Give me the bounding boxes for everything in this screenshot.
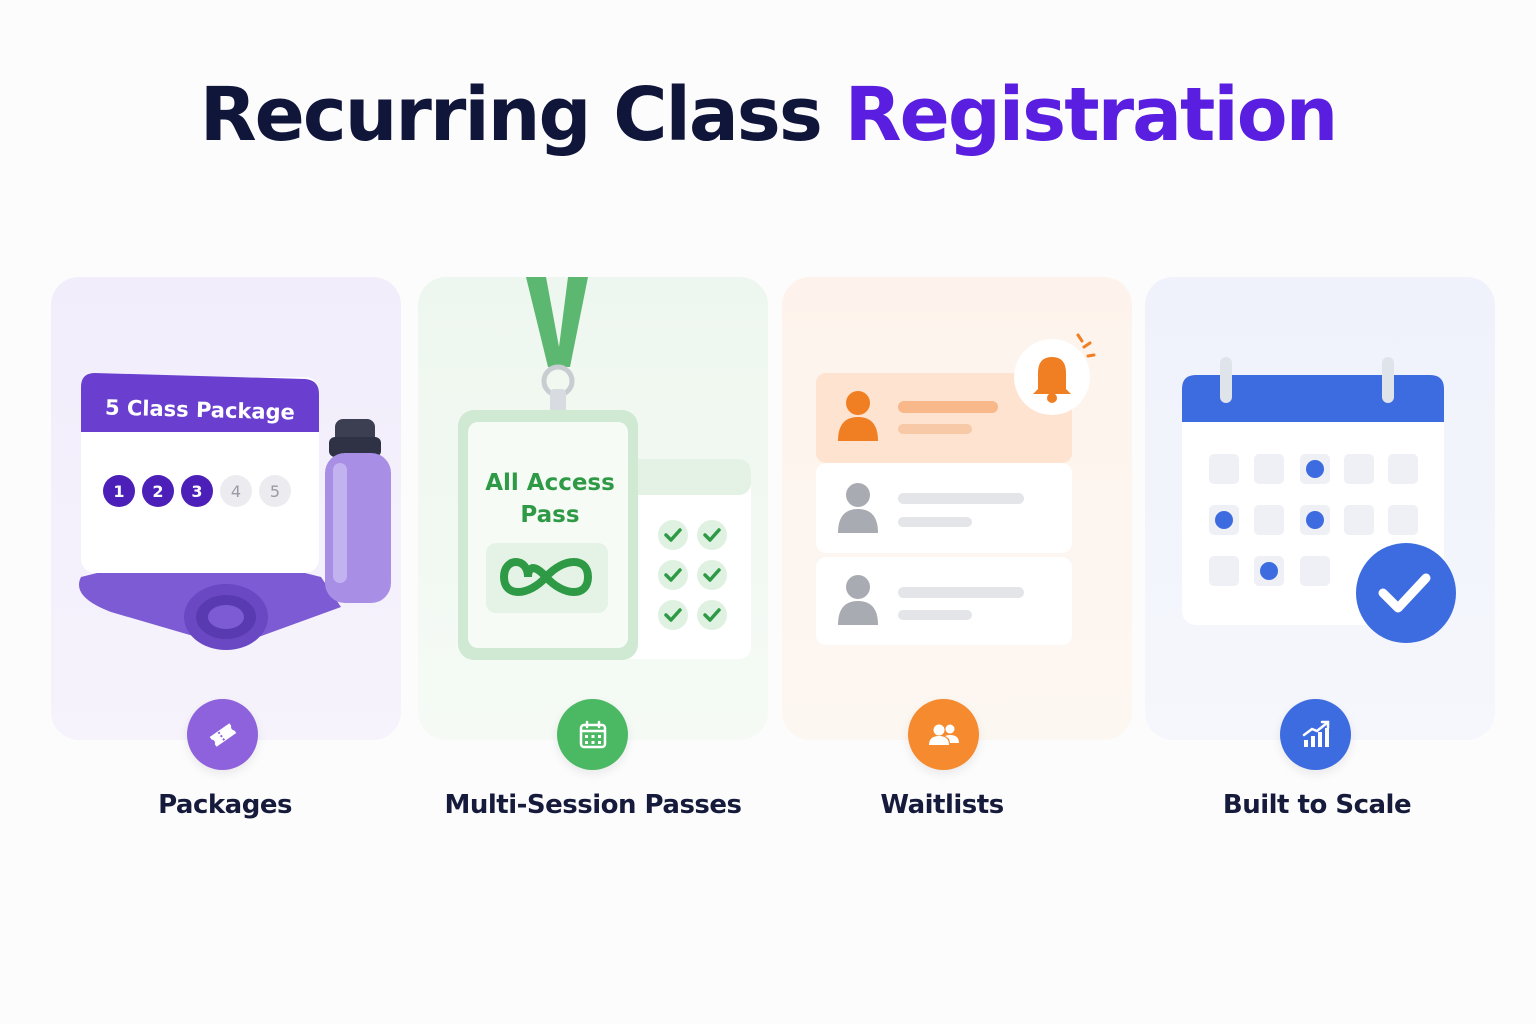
packages-card: 5 Class Package 1 2 3 4 5: [51, 277, 401, 740]
scale-card: [1145, 277, 1495, 740]
scale-illustration: [1182, 357, 1456, 643]
waitlists-card: [782, 277, 1132, 740]
pass-badge: [458, 410, 638, 660]
passes-card: All Access Pass: [418, 277, 768, 740]
session-dot: 2: [142, 475, 174, 507]
bell-icon: [1014, 333, 1096, 415]
session-dot: 4: [220, 475, 252, 507]
session-dot: 1: [103, 475, 135, 507]
growth-chart-icon: [1280, 699, 1351, 770]
waitlist-entry-highlighted: [816, 373, 1072, 463]
page-title: Recurring Class Registration: [0, 78, 1536, 152]
checklist-card: [613, 459, 751, 659]
waitlist-entry: [816, 463, 1072, 553]
pass-line-1: All Access: [485, 470, 615, 496]
ticket-icon: [187, 699, 258, 770]
packages-illustration: [79, 373, 391, 650]
pass-line-2: Pass: [520, 502, 580, 528]
check-icon: [1356, 543, 1456, 643]
passes-illustration: [458, 277, 751, 660]
title-accent: Registration: [844, 72, 1339, 158]
feature-label-scale: Built to Scale: [1222, 790, 1412, 820]
feature-label-passes: Multi-Session Passes: [444, 790, 742, 820]
session-dot: 5: [259, 475, 291, 507]
infinity-icon: [499, 558, 593, 596]
water-bottle-icon: [325, 419, 391, 603]
session-dot: 3: [181, 475, 213, 507]
feature-label-packages: Packages: [158, 790, 292, 820]
lanyard-icon: [526, 277, 588, 367]
waitlist-entry: [816, 557, 1072, 645]
people-icon: [908, 699, 979, 770]
waitlists-illustration: [816, 333, 1096, 645]
session-dots: 1 2 3 4 5: [103, 475, 291, 507]
feature-label-waitlists: Waitlists: [880, 790, 1004, 820]
calendar-icon: [557, 699, 628, 770]
title-main: Recurring Class: [199, 72, 845, 158]
pass-title: All Access Pass: [468, 467, 632, 531]
package-title: 5 Class Package: [104, 395, 296, 425]
